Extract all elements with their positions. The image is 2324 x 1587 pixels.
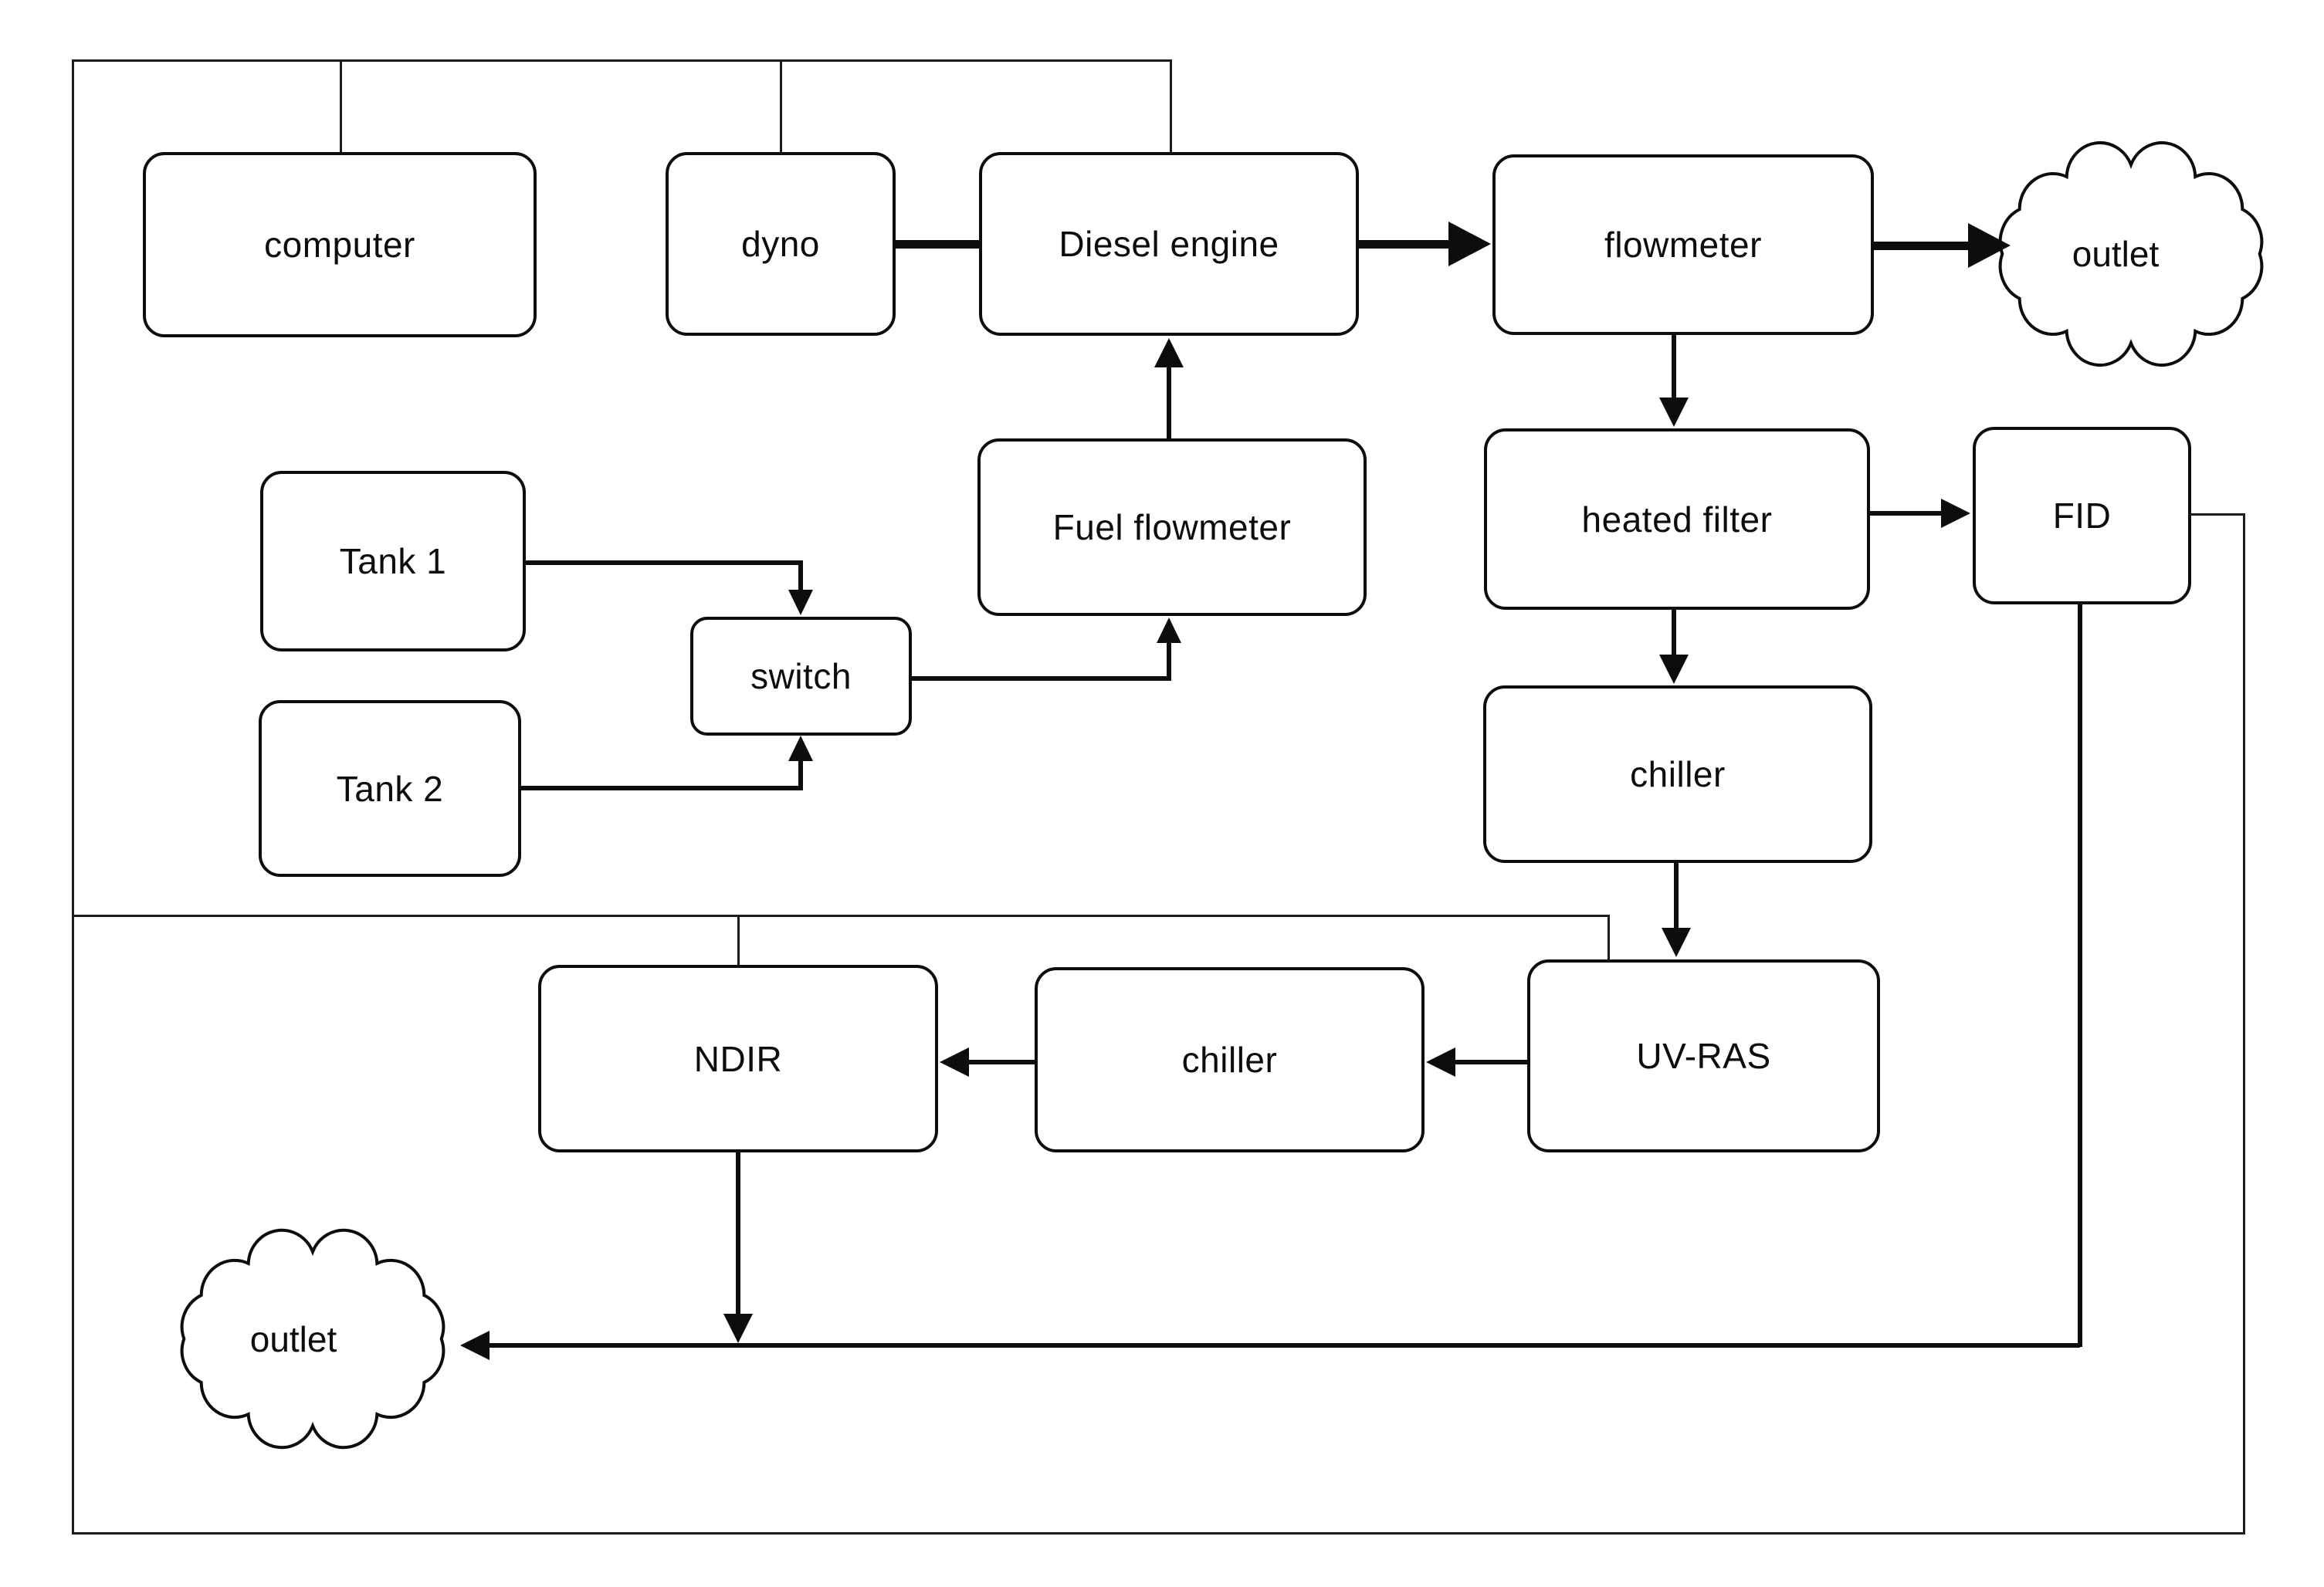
edge-chiller2-ndir-line	[967, 1060, 1035, 1064]
cloud-shape	[158, 1225, 467, 1453]
drop-to-uv-ras	[1607, 915, 1610, 961]
node-fid-label: FID	[2052, 496, 2112, 536]
frame-bottom-line	[72, 1532, 2245, 1535]
cloud-outlet-analyzer-label: outlet	[249, 1318, 337, 1359]
edge-uvras-chiller2-line	[1453, 1060, 1527, 1064]
node-uv-ras-label: UV-RAS	[1636, 1036, 1771, 1076]
edge-heatedfilter-fid-arrowhead	[1941, 499, 1970, 528]
edge-flowmeter-heatedfilter-arrowhead	[1659, 398, 1689, 427]
edge-chiller2-ndir-arrowhead	[940, 1047, 969, 1077]
separator-line	[72, 915, 1610, 917]
node-heated-filter-label: heated filter	[1581, 499, 1773, 540]
node-ndir: NDIR	[538, 965, 938, 1152]
cloud-outlet-exhaust-label: outlet	[2072, 234, 2160, 274]
node-chiller-upper-label: chiller	[1630, 754, 1726, 794]
node-flowmeter-label: flowmeter	[1604, 225, 1762, 265]
edge-tank1-switch-hline	[526, 560, 802, 565]
node-dyno-label: dyno	[741, 224, 820, 264]
node-tank-2-label: Tank 2	[336, 768, 444, 809]
cloud-outlet-analyzer: outlet	[158, 1225, 467, 1453]
node-diesel-engine-label: Diesel engine	[1059, 224, 1279, 264]
node-chiller-lower-label: chiller	[1181, 1040, 1278, 1080]
edge-uvras-chiller2-arrowhead	[1426, 1047, 1455, 1077]
node-heated-filter: heated filter	[1484, 428, 1870, 610]
edge-ndir-down-line	[736, 1152, 740, 1316]
edge-switch-fuel-vline	[1167, 642, 1171, 679]
edge-heatedfilter-fid-line	[1870, 511, 1944, 516]
edge-engine-flowmeter-arrowhead	[1448, 222, 1491, 266]
node-fuel-flowmeter-label: Fuel flowmeter	[1052, 507, 1292, 547]
node-tank-1-label: Tank 1	[339, 541, 447, 581]
edge-bottom-run-arrowhead	[460, 1331, 490, 1360]
edge-tank1-switch-vline	[798, 560, 803, 593]
edge-dyno-engine-line	[896, 240, 981, 249]
edge-ndir-down-arrowhead	[723, 1314, 753, 1343]
edge-fuel-engine-arrowhead	[1154, 338, 1184, 367]
edge-chiller-uvras-arrowhead	[1662, 928, 1691, 957]
node-dyno: dyno	[666, 152, 896, 336]
edge-engine-flowmeter-line	[1357, 240, 1452, 249]
edge-heatedfilter-chiller-line	[1672, 610, 1676, 658]
cloud-outlet-exhaust: outlet	[1977, 137, 2285, 371]
frame-left-line	[72, 59, 74, 1535]
edge-chiller-uvras-line	[1674, 863, 1679, 929]
node-chiller-upper: chiller	[1483, 685, 1872, 863]
node-fuel-flowmeter: Fuel flowmeter	[977, 438, 1367, 616]
frame-right-line	[2243, 513, 2245, 1535]
edge-tank2-switch-vline	[798, 761, 803, 790]
edge-switch-fuel-arrowhead	[1157, 618, 1181, 643]
cloud-shape	[1977, 137, 2285, 371]
node-uv-ras: UV-RAS	[1527, 959, 1880, 1152]
edge-flowmeter-heatedfilter-line	[1672, 335, 1676, 400]
edge-heatedfilter-chiller-arrowhead	[1659, 655, 1689, 684]
node-tank-1: Tank 1	[260, 471, 526, 651]
node-tank-2: Tank 2	[259, 700, 521, 877]
node-flowmeter: flowmeter	[1492, 154, 1874, 335]
edge-switch-fuel-hline	[912, 676, 1171, 681]
edge-fid-down-line	[2078, 594, 2082, 1347]
edge-tank2-switch-hline	[521, 786, 803, 790]
edge-bottom-run-line	[486, 1343, 2080, 1348]
node-computer: computer	[143, 152, 537, 337]
drop-to-computer	[340, 59, 342, 154]
frame-top-line	[72, 59, 1172, 62]
edge-tank1-switch-arrowhead	[788, 590, 813, 615]
edge-flowmeter-outlet-line	[1874, 242, 1971, 250]
node-diesel-engine: Diesel engine	[979, 152, 1359, 336]
node-switch: switch	[690, 617, 912, 736]
node-ndir-label: NDIR	[693, 1038, 783, 1079]
edge-flowmeter-outlet-arrowhead	[1968, 223, 2011, 268]
drop-to-dyno	[780, 59, 782, 154]
node-switch-label: switch	[750, 656, 852, 696]
drop-to-diesel-engine	[1170, 59, 1172, 154]
drop-to-ndir	[737, 915, 740, 967]
edge-fuel-engine-line	[1167, 364, 1171, 438]
node-fid: FID	[1973, 427, 2191, 604]
edge-tank2-switch-arrowhead	[788, 736, 813, 761]
node-computer-label: computer	[264, 225, 415, 265]
node-chiller-lower: chiller	[1035, 967, 1425, 1152]
fid-right-connector	[2191, 513, 2245, 516]
